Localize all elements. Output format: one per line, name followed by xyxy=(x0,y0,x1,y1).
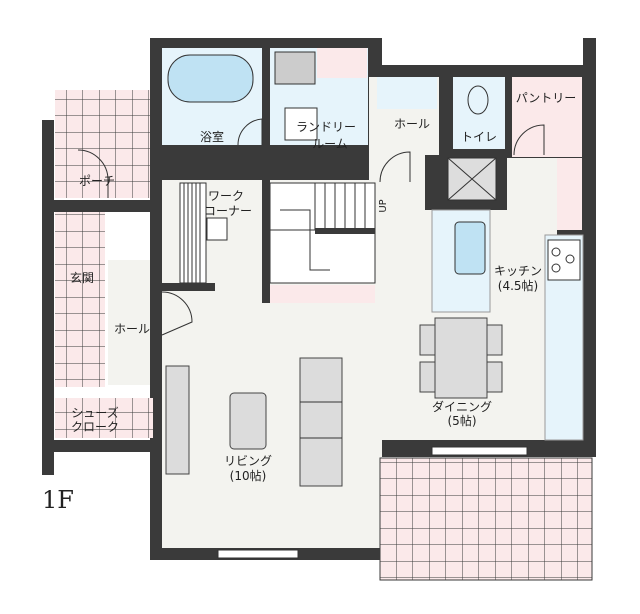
porch-door[interactable] xyxy=(77,149,109,198)
label-kitchen-1: キッチン xyxy=(494,264,542,278)
living-door[interactable] xyxy=(161,291,193,336)
washbasin xyxy=(377,77,437,109)
bathtub xyxy=(167,54,254,103)
sofa xyxy=(299,357,343,487)
label-dining-2: (5帖) xyxy=(448,413,477,428)
staircase xyxy=(269,182,376,303)
label-living-1: リビング xyxy=(224,454,272,468)
work-desk xyxy=(179,182,228,284)
label-shoes-1: シューズ xyxy=(71,405,118,420)
coffee-table xyxy=(229,392,267,450)
label-living-2: (10帖) xyxy=(230,468,267,483)
laundry-storage xyxy=(317,48,367,78)
label-dining-1: ダイニング xyxy=(432,399,492,414)
label-hall-left: ホール xyxy=(114,322,150,336)
floor-label: 1F xyxy=(42,486,74,514)
label-entrance: 玄関 xyxy=(70,270,94,285)
label-toilet: トイレ xyxy=(461,130,497,144)
label-shoes-2: クローク xyxy=(71,420,119,434)
pantry xyxy=(512,77,582,157)
window-dining xyxy=(431,446,528,456)
tv-board xyxy=(165,365,190,475)
label-work-2: コーナー xyxy=(204,204,252,218)
terrace xyxy=(379,457,593,581)
label-hall-upper: ホール xyxy=(394,117,430,131)
laundry-sink xyxy=(274,51,316,85)
hall-left xyxy=(108,260,150,385)
shoes-cloak xyxy=(55,398,153,438)
washing-machine xyxy=(284,107,318,141)
label-stair-up: UP xyxy=(378,199,389,212)
entrance xyxy=(55,212,105,387)
label-bath: 浴室 xyxy=(200,129,224,144)
label-pantry: パントリー xyxy=(516,91,577,105)
label-kitchen-2: (4.5帖) xyxy=(498,278,538,293)
label-laundry-1: ランドリー xyxy=(296,120,356,134)
porch xyxy=(55,90,150,198)
toilet xyxy=(467,85,489,115)
stove xyxy=(547,239,581,281)
label-laundry-2: ルーム xyxy=(312,137,348,151)
label-work-1: ワーク xyxy=(208,189,244,203)
kitchen-sink xyxy=(454,221,486,275)
dining-table xyxy=(419,317,503,399)
hall-door[interactable] xyxy=(379,151,411,183)
side-storage xyxy=(557,158,582,230)
window-living xyxy=(217,549,299,559)
pantry-door[interactable] xyxy=(513,124,545,156)
label-porch: ポーチ xyxy=(79,174,115,188)
